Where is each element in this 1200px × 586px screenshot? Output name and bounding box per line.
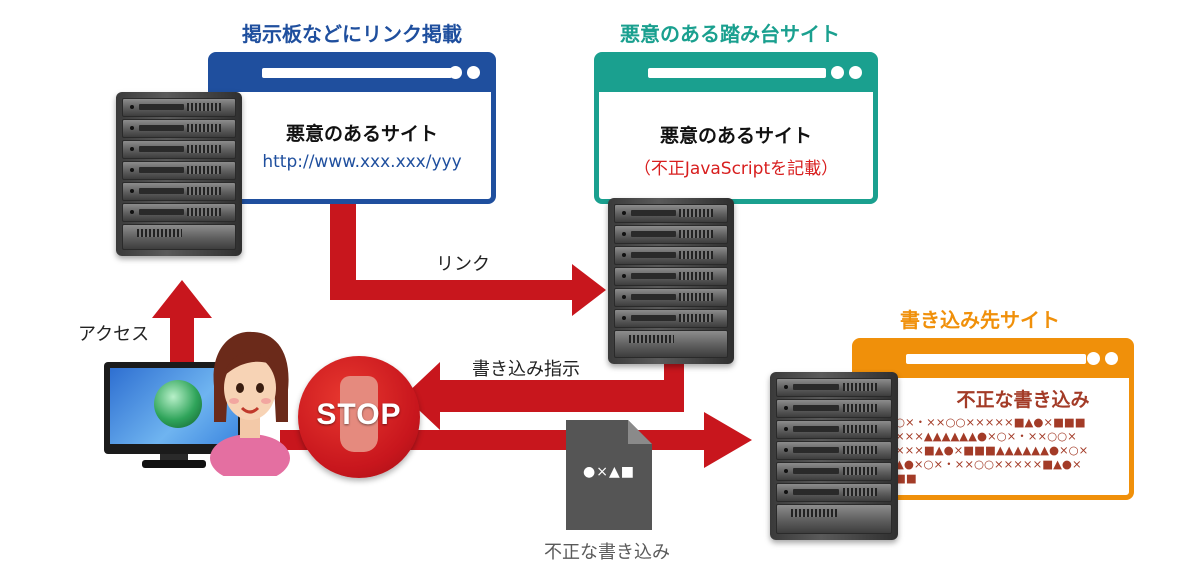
stepping-site-title: 悪意のある踏み台サイト — [620, 22, 840, 46]
malicious-document-icon: ●×▲■ — [566, 420, 652, 530]
stepping-window-address-field — [648, 68, 826, 78]
stepping-window-line2: （不正JavaScriptを記載） — [633, 159, 839, 179]
stepping-window-line1: 悪意のあるサイト — [659, 125, 812, 147]
write-instruction-arrow — [404, 352, 684, 430]
link-arrow — [330, 200, 606, 316]
target-window-address-field — [906, 354, 1086, 364]
bbs-window-titlebar — [212, 56, 492, 92]
bbs-server — [116, 92, 242, 256]
user-avatar — [200, 326, 300, 482]
bbs-window-line1: 悪意のあるサイト — [285, 123, 438, 145]
bbs-window-body-text: 悪意のあるサイト http://www.xxx.xxx/yyy — [233, 119, 491, 172]
window-dot-icon — [449, 66, 462, 79]
document-symbols: ●×▲■ — [583, 464, 635, 480]
stepping-site-window: 悪意のあるサイト （不正JavaScriptを記載） — [594, 52, 878, 204]
write-arrow — [280, 412, 752, 468]
window-dot-icon — [467, 66, 480, 79]
window-dot-icon — [1087, 352, 1100, 365]
stop-sign-text: STOP — [316, 398, 402, 431]
target-site-window: 不正な書き込み ○×・××○○×××××■▲●×■■■ ×××▲▲▲▲▲▲●×○… — [852, 338, 1134, 500]
window-dot-icon — [1105, 352, 1118, 365]
glyph-row: ▲●×○×・××○○×××××■▲●× — [895, 457, 1082, 471]
bbs-window-address-field — [262, 68, 452, 78]
stepping-window-titlebar — [598, 56, 874, 92]
target-window-glyph-block: ○×・××○○×××××■▲●×■■■ ×××▲▲▲▲▲▲●×○×・××○○× … — [895, 415, 1131, 485]
stop-hand-icon — [340, 376, 378, 452]
link-label: リンク — [436, 254, 490, 275]
access-arrow — [152, 280, 212, 376]
stop-sign-icon: STOP — [298, 356, 420, 478]
monitor-icon — [104, 362, 244, 468]
target-window-titlebar — [856, 342, 1130, 378]
glyph-row: ■■ — [895, 471, 917, 485]
window-dot-icon — [849, 66, 862, 79]
glyph-row: ○×・××○○×××××■▲●×■■■ — [895, 415, 1086, 429]
glyph-row: ×××▲▲▲▲▲▲●×○×・××○○× — [895, 429, 1077, 443]
bbs-window-url: http://www.xxx.xxx/yyy — [262, 152, 462, 172]
target-server — [770, 372, 898, 540]
target-site-title: 書き込み先サイト — [900, 308, 1060, 332]
bbs-title: 掲示板などにリンク掲載 — [242, 22, 462, 46]
stepping-server — [608, 198, 734, 364]
stepping-window-body-text: 悪意のあるサイト （不正JavaScriptを記載） — [599, 121, 873, 179]
glyph-row: ×××■▲●×■■■▲▲▲▲▲▲●×○× — [895, 443, 1089, 457]
globe-icon — [154, 380, 202, 428]
target-window-heading: 不正な書き込み — [956, 389, 1090, 411]
document-caption: 不正な書き込み — [544, 542, 670, 563]
write-instruction-label: 書き込み指示 — [472, 359, 580, 380]
access-label: アクセス — [78, 324, 150, 345]
bbs-window: 悪意のあるサイト http://www.xxx.xxx/yyy — [208, 52, 496, 204]
window-dot-icon — [831, 66, 844, 79]
